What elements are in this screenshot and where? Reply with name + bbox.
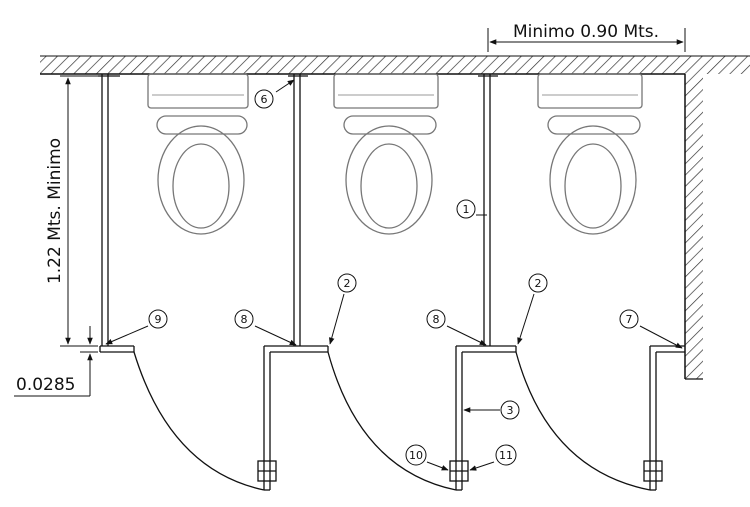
svg-text:3: 3 — [507, 404, 514, 417]
callout-11: 11 — [495, 444, 517, 466]
callout-6: 6 — [254, 89, 274, 109]
svg-text:8: 8 — [433, 313, 440, 326]
svg-text:6: 6 — [261, 93, 268, 106]
callout-7: 7 — [619, 309, 639, 329]
svg-text:7: 7 — [626, 313, 633, 326]
svg-text:8: 8 — [241, 313, 248, 326]
depth-dimension — [60, 75, 98, 347]
toilet-2 — [333, 73, 439, 235]
partition-panel-middle — [288, 74, 308, 346]
gap-dimension-label: 0.0285 — [16, 375, 75, 395]
callout-8a: 8 — [234, 309, 254, 329]
callout-leaders — [105, 79, 683, 471]
door-swing-1 — [133, 351, 265, 491]
pilaster-2 — [449, 345, 517, 491]
side-wall — [684, 74, 703, 380]
back-wall — [40, 55, 750, 75]
svg-text:2: 2 — [344, 277, 351, 290]
svg-text:1: 1 — [463, 203, 470, 216]
callout-10: 10 — [405, 444, 427, 466]
pilaster-3 — [643, 345, 685, 491]
gap-dimension — [14, 326, 98, 397]
svg-text:9: 9 — [155, 313, 162, 326]
svg-text:2: 2 — [535, 277, 542, 290]
partition-panel-right — [478, 74, 498, 346]
toilet-1 — [147, 73, 249, 235]
width-dimension — [487, 28, 686, 52]
front-line-left — [99, 345, 135, 353]
callout-9: 9 — [148, 309, 168, 329]
pilaster-1 — [257, 345, 329, 491]
callout-2b: 2 — [528, 273, 548, 293]
callout-8b: 8 — [426, 309, 446, 329]
callout-1: 1 — [456, 199, 476, 219]
door-swing-3 — [515, 351, 651, 491]
door-swing-2 — [327, 351, 457, 491]
callout-2a: 2 — [337, 273, 357, 293]
width-dimension-label: Minimo 0.90 Mts. — [513, 22, 659, 42]
partition-panel-left — [98, 74, 120, 346]
depth-dimension-label: 1.22 Mts. Minimo — [45, 138, 65, 284]
toilet-3 — [537, 73, 643, 235]
callout-3: 3 — [500, 400, 520, 420]
svg-text:11: 11 — [499, 449, 513, 462]
svg-text:10: 10 — [409, 449, 423, 462]
